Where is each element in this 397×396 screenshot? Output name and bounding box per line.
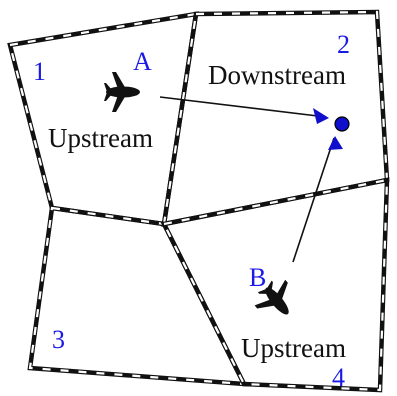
aircraft-b-label: B xyxy=(249,263,266,292)
aircraft-a-label: A xyxy=(133,47,152,76)
sector-4 xyxy=(160,177,390,393)
airplane-icon xyxy=(104,72,140,112)
region-4-number: 4 xyxy=(332,363,345,392)
region-3-number: 3 xyxy=(52,325,65,354)
airplane-icon xyxy=(254,279,289,315)
trajectory-arrow-a xyxy=(159,96,327,118)
sector-3 xyxy=(27,205,248,387)
trajectory-arrow-b xyxy=(292,137,335,263)
region-1-number: 1 xyxy=(33,57,46,86)
sector-boundaries xyxy=(7,9,390,393)
region-4-label: Upstream xyxy=(241,333,346,363)
region-1-label: Upstream xyxy=(48,123,153,153)
region-2-number: 2 xyxy=(337,30,350,59)
arrowhead-a-icon xyxy=(313,108,329,124)
arrowhead-b-icon xyxy=(328,136,343,150)
sector-2 xyxy=(161,9,390,227)
merge-point-icon xyxy=(334,116,350,132)
region-2-label: Downstream xyxy=(208,60,346,90)
